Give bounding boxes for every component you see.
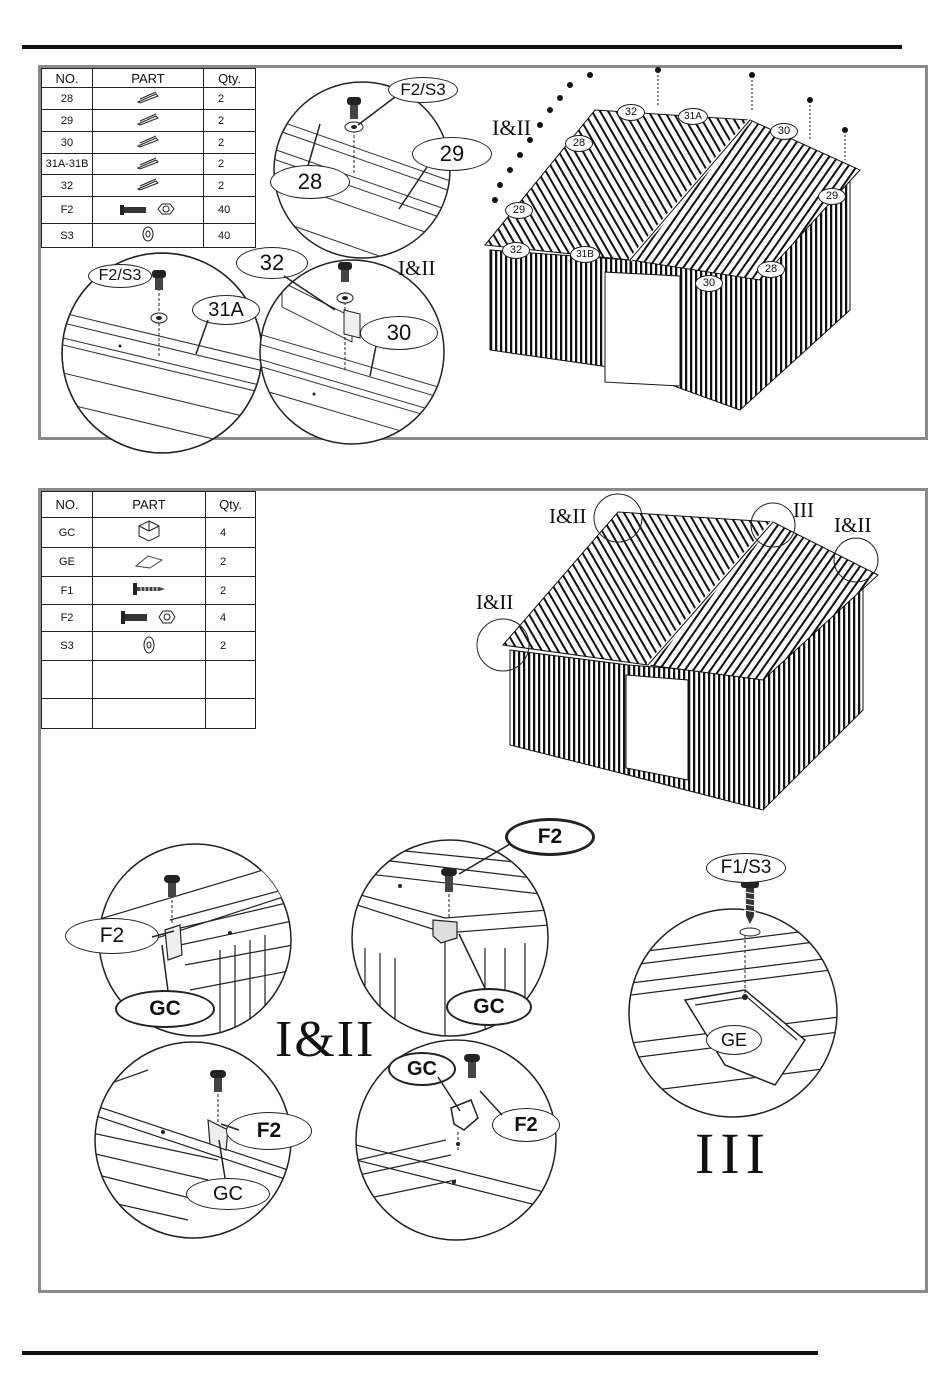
- col-no: NO.: [42, 69, 93, 88]
- part-qty: [206, 699, 256, 729]
- marker-top-right: III: [793, 498, 814, 523]
- leader-d4: [430, 1075, 510, 1125]
- detail-circle-left: [42, 248, 272, 438]
- callout-f2s3-left: F2/S3: [88, 264, 152, 288]
- callout-gc-d2: GC: [446, 988, 532, 1026]
- screw-icon: [735, 878, 765, 938]
- shed-illustration-2: [478, 500, 898, 820]
- part-no: 28: [42, 88, 93, 110]
- marker-front-left: I&II: [476, 590, 513, 615]
- part-qty: 4: [206, 605, 256, 632]
- part-qty: 2: [204, 154, 256, 175]
- col-qty: Qty.: [204, 69, 256, 88]
- part-no: S3: [42, 632, 93, 661]
- part-qty: 40: [204, 224, 256, 248]
- shed-label-29a: 29: [818, 188, 846, 205]
- leader-29: [395, 165, 435, 215]
- bottom-rule: [22, 1351, 818, 1355]
- callout-f2-d2: F2: [505, 818, 595, 856]
- parts-table-1: NO. PART Qty. 28 2 29 2 30 2 31A-31B 2 32 2 F…: [41, 68, 256, 248]
- part-no: F2: [42, 197, 93, 224]
- shed-label-29b: 29: [505, 202, 533, 219]
- part-qty: 2: [204, 88, 256, 110]
- col-no: NO.: [42, 492, 93, 518]
- shed-label-30b: 30: [695, 275, 723, 292]
- top-rule: [22, 45, 902, 49]
- part-qty: 2: [204, 175, 256, 197]
- corner-cap-icon: [93, 518, 206, 548]
- bolt-nut-icon: [93, 605, 206, 632]
- callout-ge: GE: [706, 1025, 762, 1055]
- leader-30: [366, 344, 386, 379]
- part-qty: 4: [206, 518, 256, 548]
- shed-label-28b: 28: [757, 261, 785, 278]
- leader-f2s3-top: [355, 95, 400, 130]
- part-no: 31A-31B: [42, 154, 93, 175]
- part-no: 30: [42, 132, 93, 154]
- callout-gc-d1: GC: [115, 990, 215, 1028]
- shed-label-31b: 31B: [570, 246, 600, 263]
- washer-icon: [93, 632, 206, 661]
- callout-f2-d1: F2: [65, 918, 159, 954]
- part-no: [42, 661, 93, 699]
- marker-top-left: I&II: [549, 504, 586, 529]
- part-qty: 2: [206, 632, 256, 661]
- part-qty: [206, 661, 256, 699]
- part-qty: 40: [204, 197, 256, 224]
- parts-table-2: NO. PART Qty. GC 4 GE 2 F1 2 F2 4 S3 2: [41, 491, 256, 729]
- part-qty: 2: [204, 132, 256, 154]
- leader-32: [280, 274, 340, 314]
- rail-icon: [93, 88, 204, 110]
- shed-label-31a: 31A: [678, 108, 708, 125]
- leader-gc-d2: [455, 930, 495, 992]
- part-qty: 2: [206, 548, 256, 577]
- part-no: 32: [42, 175, 93, 197]
- gable-end-icon: [93, 548, 206, 577]
- part-qty: 2: [204, 110, 256, 132]
- section-label-b: I&II: [398, 256, 435, 281]
- leader-28: [300, 120, 330, 170]
- screw-icon: [93, 577, 206, 605]
- part-qty: 2: [206, 577, 256, 605]
- shed-label-32b: 32: [502, 242, 530, 259]
- col-part: PART: [93, 69, 204, 88]
- callout-f1s3: F1/S3: [706, 853, 786, 883]
- part-no: [42, 699, 93, 729]
- leader-f2-d2: [455, 840, 515, 880]
- washer-icon: [93, 224, 204, 248]
- callout-28: 28: [270, 165, 350, 199]
- bolt-nut-icon: [93, 197, 204, 224]
- col-part: PART: [93, 492, 206, 518]
- part-no: S3: [42, 224, 93, 248]
- part-no: 29: [42, 110, 93, 132]
- rail-icon: [93, 132, 204, 154]
- part-no: GE: [42, 548, 93, 577]
- shed-illustration-1: [470, 70, 890, 415]
- leader-d1: [150, 925, 180, 995]
- rail-icon: [93, 110, 204, 132]
- part-no: F1: [42, 577, 93, 605]
- shed-label-32a: 32: [617, 104, 645, 121]
- big-label-left: I&II: [275, 1010, 375, 1069]
- marker-right: I&II: [834, 513, 871, 538]
- big-label-right: III: [695, 1120, 771, 1187]
- col-qty: Qty.: [206, 492, 256, 518]
- shed-label-28a: 28: [565, 135, 593, 152]
- part-no: GC: [42, 518, 93, 548]
- shed-label-30a: 30: [770, 123, 798, 140]
- rail-icon: [93, 154, 204, 175]
- leader-d3: [215, 1118, 245, 1183]
- rail-icon: [93, 175, 204, 197]
- leader-31a: [190, 318, 220, 358]
- part-no: F2: [42, 605, 93, 632]
